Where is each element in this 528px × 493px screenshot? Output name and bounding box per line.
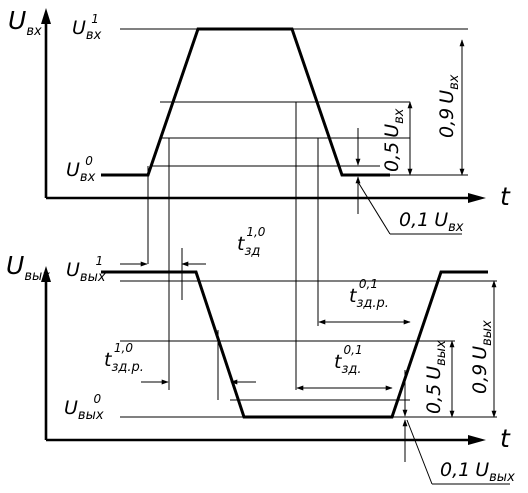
top-level-low-label: Uвх0 (66, 154, 96, 185)
output-chart: Uвых Uвых1 Uвых0 t tзд1,0 tзд.р.0,1 tзд.… (6, 225, 515, 485)
output-pulse (101, 270, 488, 419)
leader-10-in (357, 181, 391, 235)
bottom-level-low-label: Uвых0 (64, 392, 104, 423)
bottom-level-high-label: Uвых1 (66, 254, 106, 285)
t-zd-01-label: tзд.0,1 (334, 343, 363, 377)
t-zdr-10-label: tзд.р.1,0 (104, 341, 144, 375)
t-zdr-01-label: tзд.р.0,1 (349, 277, 389, 311)
top-x-axis-arrow (468, 193, 486, 203)
top-level-high-label: Uвх1 (72, 12, 102, 43)
top-y-axis-arrow (41, 8, 51, 24)
dim-90-out-label: 0,9Uвых (469, 320, 495, 394)
bottom-t-label: t (500, 424, 511, 453)
bottom-axis-label: Uвых (6, 251, 50, 284)
top-axis-label: Uвх (8, 6, 42, 39)
bottom-y-axis-arrow (41, 266, 51, 282)
bottom-x-axis-arrow (468, 435, 486, 445)
projection-lines (147, 102, 319, 390)
dim-90-in-label: 0,9Uвх (436, 74, 462, 138)
top-t-label: t (500, 182, 511, 211)
input-pulse (101, 27, 390, 177)
dim-50-out-label: 0,5Uвых (423, 340, 449, 414)
dim-50-in-label: 0,5Uвх (381, 108, 407, 172)
t-zd-10-label: tзд1,0 (237, 225, 266, 259)
leader-10-out (406, 419, 433, 485)
